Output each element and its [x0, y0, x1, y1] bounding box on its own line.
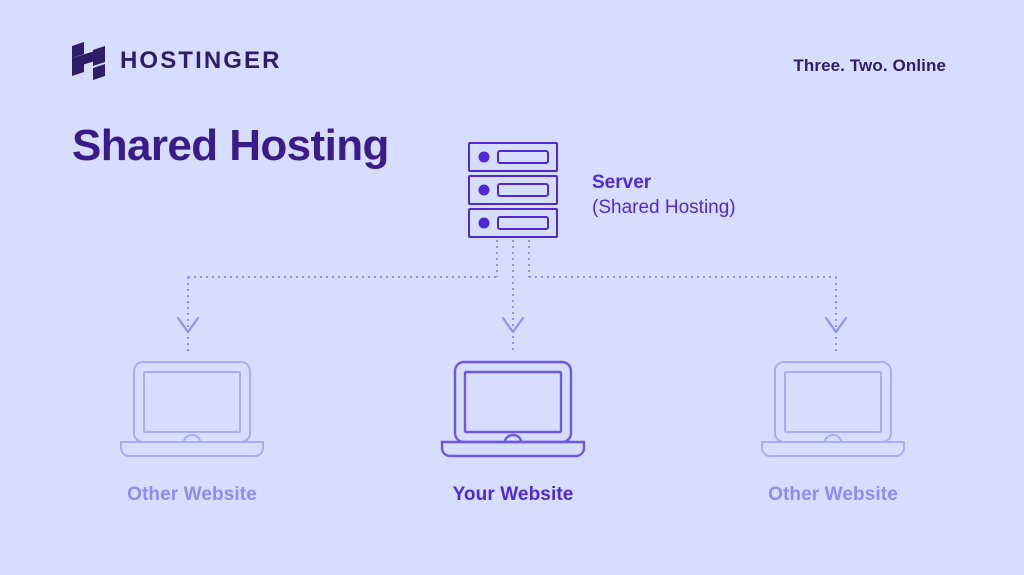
node-your-website: Your Website — [413, 358, 613, 506]
arrow-down-icon — [176, 316, 200, 334]
node-label: Other Website — [127, 484, 257, 505]
server-label-secondary: (Shared Hosting) — [592, 197, 736, 219]
node-other-website-right: Other Website — [733, 358, 933, 506]
brand-logo: HOSTINGER — [72, 42, 282, 80]
arrow-down-icon — [501, 316, 525, 334]
node-other-website-left: Other Website — [92, 358, 292, 506]
hostinger-h-logo-icon — [72, 42, 106, 80]
laptop-icon — [92, 358, 292, 458]
laptop-icon — [413, 358, 613, 458]
node-label: Other Website — [768, 484, 898, 505]
brand-name: HOSTINGER — [120, 47, 282, 74]
page-title: Shared Hosting — [72, 121, 389, 170]
node-label: Your Website — [452, 484, 574, 505]
server-label-primary: Server — [592, 172, 652, 193]
tagline: Three. Two. Online — [793, 56, 946, 75]
laptop-icon — [733, 358, 933, 458]
server-icon — [468, 142, 558, 238]
server-label: Server (Shared Hosting) — [592, 170, 736, 220]
arrow-down-icon — [824, 316, 848, 334]
